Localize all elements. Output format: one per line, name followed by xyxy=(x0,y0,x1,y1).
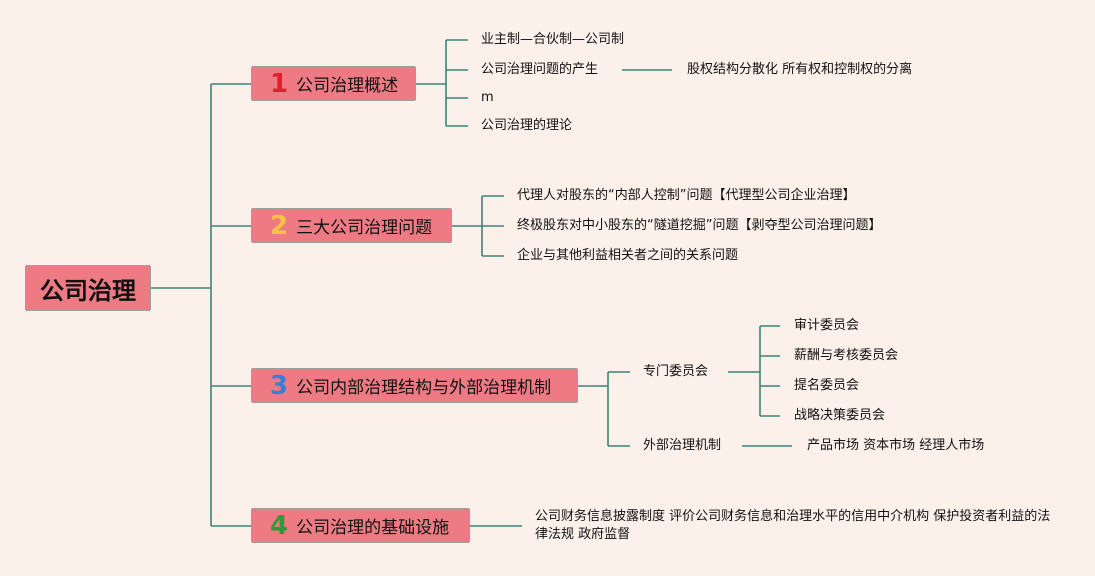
root-node[interactable]: 公司治理 xyxy=(25,265,151,311)
branch-4-item-1[interactable]: 公司财务信息披露制度 评价公司财务信息和治理水平的信用中介机构 保护投资者利益的… xyxy=(535,509,1051,542)
branch-2-item-2[interactable]: 终极股东对中小股东的“隧道挖掘”问题【剥夺型公司治理问题】 xyxy=(517,218,882,233)
branch-2-label: 三大公司治理问题 xyxy=(296,218,433,238)
branch-3-number: 3 xyxy=(270,370,289,401)
branch-1-number: 1 xyxy=(270,68,289,99)
branch-1-node[interactable]: 1 公司治理概述 xyxy=(251,66,416,101)
branch-4-label: 公司治理的基础设施 xyxy=(296,518,450,538)
branch-2-item-3[interactable]: 企业与其他利益相关者之间的关系问题 xyxy=(517,248,739,263)
branch-1-item-4[interactable]: 公司治理的理论 xyxy=(481,118,573,133)
branch-3-external-label[interactable]: 外部治理机制 xyxy=(643,438,722,453)
branch-4-number: 4 xyxy=(270,510,289,541)
branch-3-external-detail[interactable]: 产品市场 资本市场 经理人市场 xyxy=(807,438,985,453)
branch-4-node[interactable]: 4 公司治理的基础设施 xyxy=(251,508,470,543)
root-label: 公司治理 xyxy=(40,276,136,305)
branch-3-node[interactable]: 3 公司内部治理结构与外部治理机制 xyxy=(251,368,578,403)
committee-item-3[interactable]: 提名委员会 xyxy=(794,378,860,393)
branch-3-label: 公司内部治理结构与外部治理机制 xyxy=(296,378,552,398)
branch-2-number: 2 xyxy=(270,210,289,241)
committee-item-4[interactable]: 战略决策委员会 xyxy=(794,408,886,423)
committee-item-2[interactable]: 薪酬与考核委员会 xyxy=(794,348,899,363)
branch-1-item-2[interactable]: 公司治理问题的产生 xyxy=(481,62,599,77)
branch-1-label: 公司治理概述 xyxy=(296,76,399,96)
branch-1-item-2-detail[interactable]: 股权结构分散化 所有权和控制权的分离 xyxy=(687,62,913,77)
branch-3-committee-label[interactable]: 专门委员会 xyxy=(643,364,709,379)
branch-1-item-3[interactable]: m xyxy=(481,90,494,105)
committee-item-1[interactable]: 审计委员会 xyxy=(794,318,860,333)
branch-2-item-1[interactable]: 代理人对股东的“内部人控制”问题【代理型公司企业治理】 xyxy=(517,188,856,203)
branch-1-item-1[interactable]: 业主制—合伙制—公司制 xyxy=(481,32,625,47)
branch-2-node[interactable]: 2 三大公司治理问题 xyxy=(251,208,452,243)
